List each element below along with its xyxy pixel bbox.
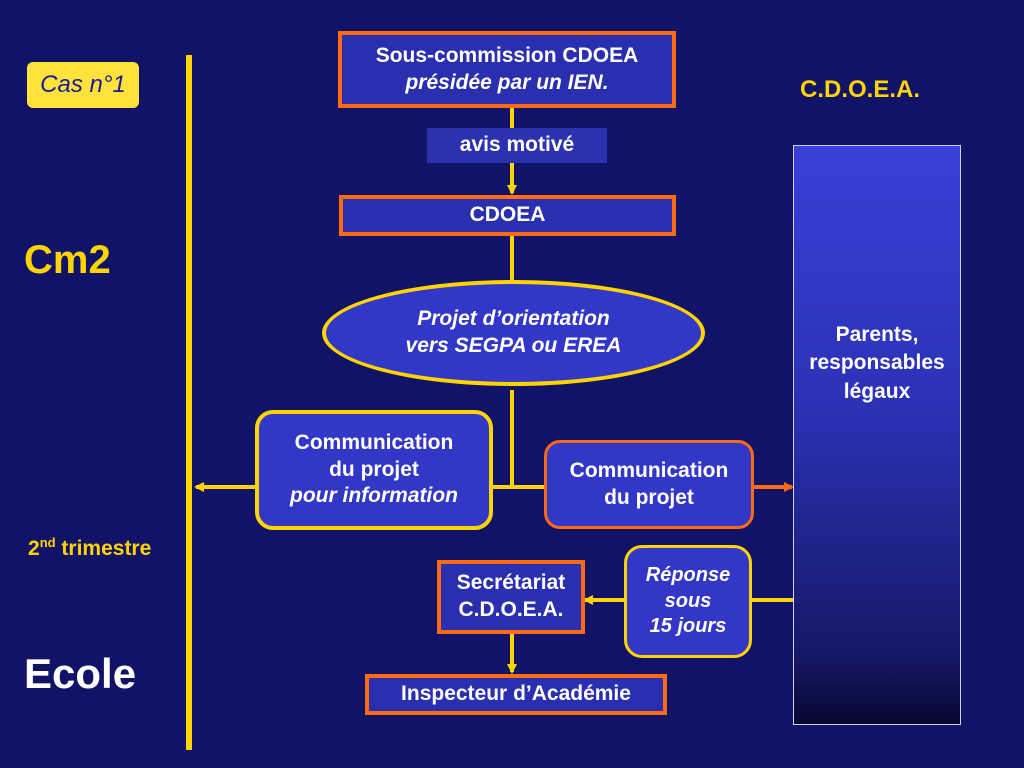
subcommission-line-2: présidée par un IEN. [405, 70, 609, 94]
comm-line-1: Communication [569, 458, 729, 482]
term-superscript: nd [39, 535, 56, 550]
term-label: 2nd trimestre [28, 535, 151, 561]
case-badge: Cas n°1 [27, 62, 139, 108]
parents-line-2: responsables [809, 351, 945, 375]
comm-info-line-3: pour information [290, 484, 458, 508]
reponse-box: Réponse sous 15 jours [624, 545, 752, 658]
reponse-line-1: Réponse [645, 564, 731, 587]
comm-info-line-1: Communication [294, 430, 454, 454]
cdoea-box: CDOEA [339, 195, 676, 236]
term-text: trimestre [55, 537, 152, 560]
comm-info-line-2: du projet [329, 457, 419, 481]
subcommission-line-1: Sous-commission CDOEA [375, 43, 639, 67]
secretariat-box: Secrétariat C.D.O.E.A. [437, 560, 585, 634]
avis-label: avis motivé [427, 128, 607, 163]
term-number: 2 [28, 537, 40, 560]
inspecteur-box: Inspecteur d’Académie [365, 674, 667, 715]
case-label: Cas n°1 [40, 70, 126, 98]
subcommission-box: Sous-commission CDOEA présidée par un IE… [338, 31, 676, 108]
cdoea-title: C.D.O.E.A. [800, 76, 921, 103]
comm-line-2: du projet [604, 485, 694, 509]
secretariat-line-1: Secrétariat [456, 571, 566, 595]
level-label: Cm2 [24, 238, 111, 282]
parents-panel: Parents, responsables légaux [793, 145, 961, 725]
projet-ellipse: Projet d’orientation vers SEGPA ou EREA [322, 280, 705, 386]
secretariat-line-2: C.D.O.E.A. [458, 598, 564, 621]
reponse-line-2: sous [664, 589, 712, 612]
school-label: Ecole [24, 650, 137, 697]
parents-line-3: légaux [843, 379, 911, 403]
reponse-line-3: 15 jours [649, 615, 727, 638]
projet-line-2: vers SEGPA ou EREA [405, 334, 622, 357]
parents-text: Parents, responsables légaux [794, 321, 960, 406]
comm-box: Communication du projet [544, 440, 754, 529]
projet-line-1: Projet d’orientation [417, 307, 610, 331]
parents-line-1: Parents, [835, 323, 919, 346]
comm-info-box: Communication du projet pour information [255, 410, 493, 530]
